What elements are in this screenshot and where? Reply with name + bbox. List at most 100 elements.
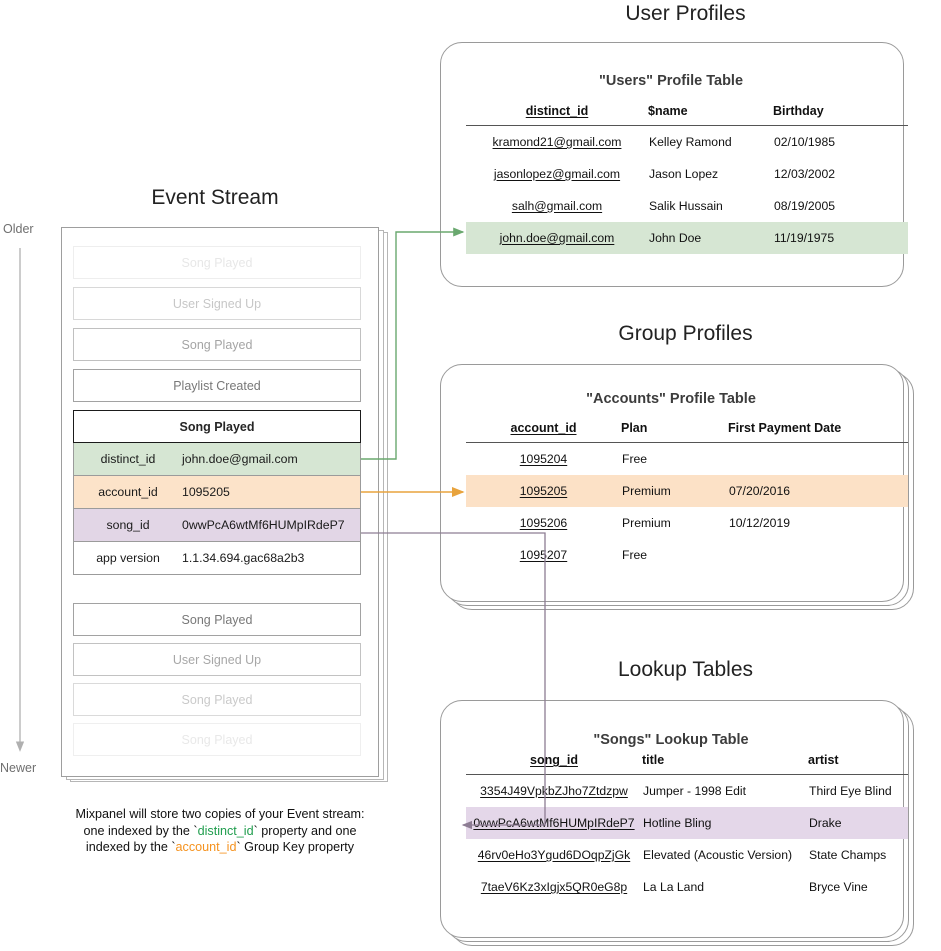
- table-header-row: account_id Plan First Payment Date: [466, 421, 908, 443]
- property-value: john.doe@gmail.com: [182, 452, 298, 466]
- cell-song-id: 3354J49VpkbZJho7Ztdzpw: [480, 784, 628, 798]
- event-label: Song Played: [181, 255, 253, 270]
- table-row-highlighted[interactable]: 0wwPcA6wtMf6HUMpIRdeP7 Hotline Bling Dra…: [466, 807, 908, 839]
- cell-artist: Drake: [809, 816, 842, 830]
- cell-title: Elevated (Acoustic Version): [643, 848, 793, 862]
- cell-name: Kelley Ramond: [649, 135, 732, 149]
- event-card[interactable]: User Signed Up: [73, 287, 361, 320]
- cell-distinct-id: jasonlopez@gmail.com: [493, 167, 621, 181]
- accounts-table: account_id Plan First Payment Date 10952…: [466, 421, 908, 571]
- table-row[interactable]: salh@gmail.com Salik Hussain 08/19/2005: [466, 190, 908, 222]
- cell-account-id: 1095207: [519, 548, 568, 562]
- property-value: 1.1.34.694.gac68a2b3: [182, 551, 305, 565]
- column-header-birthday: Birthday: [773, 104, 824, 118]
- event-label: Song Played: [181, 612, 253, 627]
- event-label: Song Played: [181, 337, 253, 352]
- event-card-selected[interactable]: Song Played: [73, 410, 361, 443]
- event-label: User Signed Up: [172, 296, 262, 311]
- table-row[interactable]: 3354J49VpkbZJho7Ztdzpw Jumper - 1998 Edi…: [466, 775, 908, 808]
- accounts-table-grid: account_id Plan First Payment Date 10952…: [466, 421, 908, 571]
- users-table-title: "Users" Profile Table: [598, 73, 744, 89]
- cell-name: Jason Lopez: [649, 167, 719, 181]
- table-row[interactable]: 1095204 Free: [466, 443, 908, 476]
- event-property-song-id[interactable]: song_id 0wwPcA6wtMf6HUMpIRdeP7: [73, 509, 361, 542]
- songs-table-grid: song_id title artist 3354J49VpkbZJho7Ztd…: [466, 753, 908, 903]
- section-title-lookup-tables: Lookup Tables: [617, 658, 754, 681]
- table-row[interactable]: 1095207 Free: [466, 539, 908, 571]
- table-header-row: distinct_id $name Birthday: [466, 104, 908, 126]
- caption-text: ` Group Key property: [236, 840, 355, 854]
- section-title-group-profiles: Group Profiles: [618, 322, 753, 345]
- section-title-event-stream: Event Stream: [151, 186, 279, 209]
- table-row-highlighted[interactable]: john.doe@gmail.com John Doe 11/19/1975: [466, 222, 908, 254]
- property-key: song_id: [106, 518, 150, 532]
- event-card[interactable]: Playlist Created: [73, 369, 361, 402]
- cell-artist: State Champs: [809, 848, 887, 862]
- table-row[interactable]: 7taeV6Kz3xIgjx5QR0eG8p La La Land Bryce …: [466, 871, 908, 903]
- event-property-app-version[interactable]: app version 1.1.34.694.gac68a2b3: [73, 542, 361, 575]
- cell-account-id: 1095206: [519, 516, 568, 530]
- cell-song-id: 46rv0eHo3Ygud6DOqpZjGk: [477, 848, 631, 862]
- cell-birthday: 02/10/1985: [774, 135, 835, 149]
- event-card[interactable]: Song Played: [73, 723, 361, 756]
- table-row[interactable]: kramond21@gmail.com Kelley Ramond 02/10/…: [466, 126, 908, 159]
- cell-birthday: 08/19/2005: [774, 199, 835, 213]
- cell-title: Hotline Bling: [643, 816, 712, 830]
- event-card[interactable]: Song Played: [73, 328, 361, 361]
- songs-table: song_id title artist 3354J49VpkbZJho7Ztd…: [466, 753, 908, 903]
- caption-line-3: indexed by the `account_id` Group Key pr…: [28, 839, 412, 856]
- event-card[interactable]: Song Played: [73, 246, 361, 279]
- event-card[interactable]: Song Played: [73, 603, 361, 636]
- table-row-highlighted[interactable]: 1095205 Premium 07/20/2016: [466, 475, 908, 507]
- cell-birthday: 12/03/2002: [774, 167, 835, 181]
- event-stream-caption: Mixpanel will store two copies of your E…: [28, 806, 412, 856]
- users-table: distinct_id $name Birthday kramond21@gma…: [466, 104, 908, 254]
- property-key: app version: [96, 551, 160, 565]
- cell-plan: Free: [622, 452, 648, 466]
- table-row[interactable]: 46rv0eHo3Ygud6DOqpZjGk Elevated (Acousti…: [466, 839, 908, 871]
- cell-first-payment-date: [728, 443, 908, 476]
- cell-first-payment-date: 07/20/2016: [729, 484, 790, 498]
- cell-artist: Bryce Vine: [809, 880, 868, 894]
- column-header-account-id: account_id: [510, 421, 577, 435]
- column-header-distinct-id: distinct_id: [525, 104, 589, 118]
- property-value: 0wwPcA6wtMf6HUMpIRdeP7: [182, 518, 345, 532]
- event-card[interactable]: Song Played: [73, 683, 361, 716]
- event-property-distinct-id[interactable]: distinct_id john.doe@gmail.com: [73, 443, 361, 476]
- event-label: Playlist Created: [173, 378, 261, 393]
- column-header-name: $name: [648, 104, 688, 118]
- column-header-artist: artist: [808, 753, 839, 767]
- cell-plan: Premium: [622, 516, 671, 530]
- event-card[interactable]: User Signed Up: [73, 643, 361, 676]
- property-key: account_id: [98, 485, 158, 499]
- caption-token-distinct-id: distinct_id: [197, 823, 254, 838]
- cell-distinct-id: kramond21@gmail.com: [492, 135, 622, 149]
- table-header-row: song_id title artist: [466, 753, 908, 775]
- cell-account-id: 1095204: [519, 452, 568, 466]
- cell-account-id: 1095205: [519, 484, 568, 498]
- column-header-song-id: song_id: [530, 753, 578, 767]
- event-property-account-id[interactable]: account_id 1095205: [73, 476, 361, 509]
- cell-title: Jumper - 1998 Edit: [643, 784, 746, 798]
- caption-text: one indexed by the `: [83, 823, 198, 838]
- column-header-first-payment-date: First Payment Date: [728, 421, 842, 435]
- caption-line-2: one indexed by the `distinct_id` propert…: [28, 823, 412, 840]
- table-row[interactable]: jasonlopez@gmail.com Jason Lopez 12/03/2…: [466, 158, 908, 190]
- caption-text: ` property and one: [253, 823, 357, 838]
- table-row[interactable]: 1095206 Premium 10/12/2019: [466, 507, 908, 539]
- cell-title: La La Land: [643, 880, 704, 894]
- cell-first-payment-date: 10/12/2019: [729, 516, 790, 530]
- cell-name: John Doe: [649, 231, 702, 245]
- event-label: Song Played: [181, 732, 253, 747]
- event-label: Song Played: [181, 692, 253, 707]
- cell-first-payment-date: [728, 539, 908, 571]
- cell-distinct-id: john.doe@gmail.com: [499, 231, 615, 245]
- cell-plan: Premium: [622, 484, 671, 498]
- axis-label-newer: Newer: [0, 761, 37, 775]
- column-header-plan: Plan: [621, 421, 648, 435]
- cell-birthday: 11/19/1975: [774, 231, 835, 245]
- axis-label-older: Older: [3, 222, 34, 236]
- cell-song-id: 0wwPcA6wtMf6HUMpIRdeP7: [473, 816, 635, 830]
- caption-text: indexed by the `: [85, 840, 176, 854]
- cell-song-id: 7taeV6Kz3xIgjx5QR0eG8p: [480, 880, 628, 894]
